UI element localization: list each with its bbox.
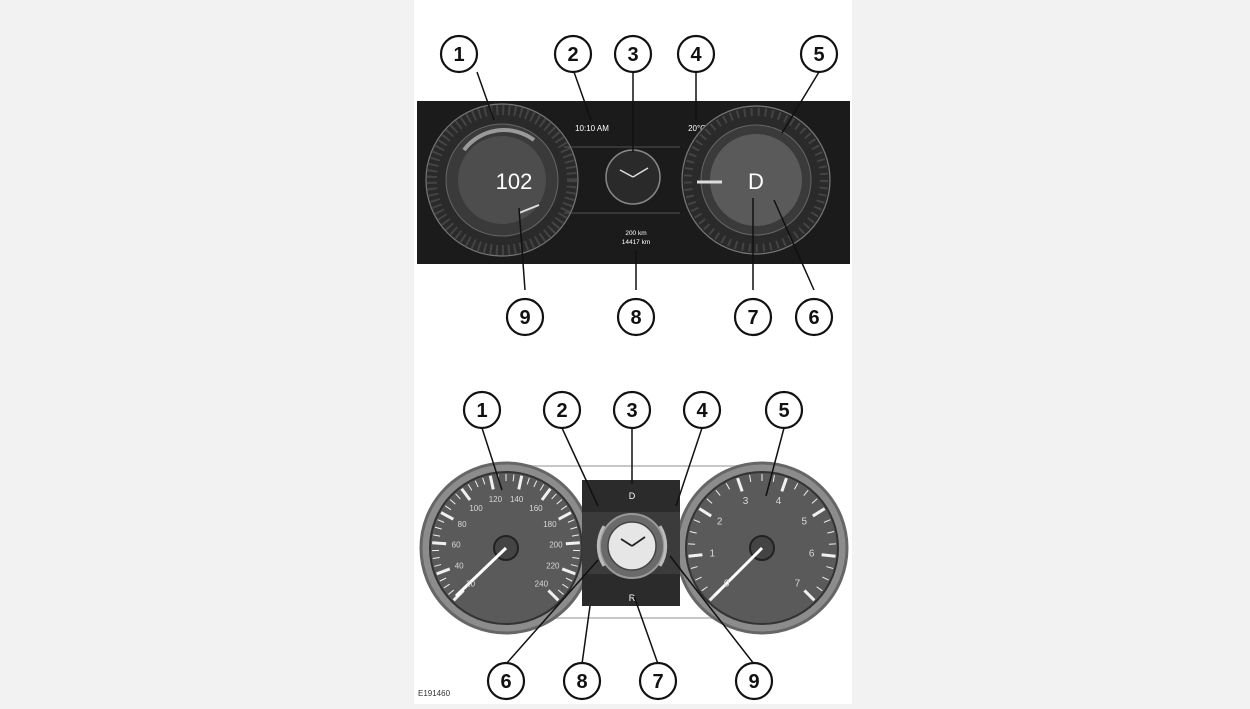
tachometer-label: 3 — [743, 496, 749, 507]
tachometer-label: 1 — [710, 549, 716, 560]
speedometer-label: 80 — [458, 520, 467, 529]
speedometer-label: 40 — [455, 561, 464, 570]
virtual-speed-value: 102 — [496, 169, 533, 194]
speedometer-label: 180 — [543, 520, 557, 529]
top-callout-5: 5 — [813, 44, 824, 66]
top-callout-7: 7 — [747, 307, 758, 329]
tachometer-label: 5 — [802, 516, 808, 527]
tachometer-label: 7 — [795, 578, 801, 589]
top-callout-2: 2 — [567, 44, 578, 66]
speedometer-label: 140 — [510, 495, 524, 504]
tachometer-label: 6 — [809, 549, 815, 560]
analog-speedometer — [421, 463, 591, 633]
instrument-cluster-diagram: 102 10:10 AM 20°C 200 km 14417 km D — [414, 0, 852, 704]
tachometer-tick — [688, 555, 702, 557]
manual-page: 102 10:10 AM 20°C 200 km 14417 km D — [414, 0, 852, 704]
top-callout-6: 6 — [808, 307, 819, 329]
analog-tachometer — [677, 463, 847, 633]
tachometer-label: 0 — [724, 578, 730, 589]
bottom-callout-9: 9 — [748, 671, 759, 693]
analog-gear-top: D — [629, 491, 636, 501]
bottom-callout-1: 1 — [476, 400, 487, 422]
top-callout-4: 4 — [690, 44, 702, 66]
speedometer-tick — [566, 543, 580, 544]
top-callout-1: 1 — [453, 44, 464, 66]
speedometer-label: 120 — [489, 495, 503, 504]
tachometer-label: 4 — [776, 496, 782, 507]
virtual-trip-line-1: 200 km — [625, 230, 646, 237]
bottom-callout-7: 7 — [652, 671, 663, 693]
tachometer-label: 2 — [717, 516, 723, 527]
bottom-callout-8: 8 — [576, 671, 587, 693]
speedometer-label: 100 — [469, 504, 483, 513]
top-callout-9: 9 — [519, 307, 530, 329]
bottom-callout-6: 6 — [500, 671, 511, 693]
bottom-callout-3: 3 — [626, 400, 637, 422]
speedometer-label: 200 — [549, 540, 563, 549]
virtual-clock-text: 10:10 AM — [575, 124, 609, 133]
virtual-analog-clock — [606, 150, 660, 204]
speedometer-label: 220 — [546, 561, 560, 570]
speedometer-label: 240 — [535, 579, 549, 588]
speedometer-tick — [432, 543, 446, 544]
bottom-callout-4: 4 — [696, 400, 708, 422]
speedometer-label: 160 — [529, 504, 543, 513]
virtual-trip-line-2: 14417 km — [622, 239, 651, 246]
speedometer-label: 20 — [466, 579, 475, 588]
bottom-callout-2: 2 — [556, 400, 567, 422]
figure-id: E191460 — [418, 689, 450, 698]
bottom-callout-5: 5 — [778, 400, 789, 422]
tachometer-tick — [822, 555, 836, 557]
top-callout-8: 8 — [630, 307, 641, 329]
top-callout-3: 3 — [627, 44, 638, 66]
virtual-gear-indicator: D — [748, 169, 764, 194]
speedometer-label: 60 — [452, 540, 461, 549]
